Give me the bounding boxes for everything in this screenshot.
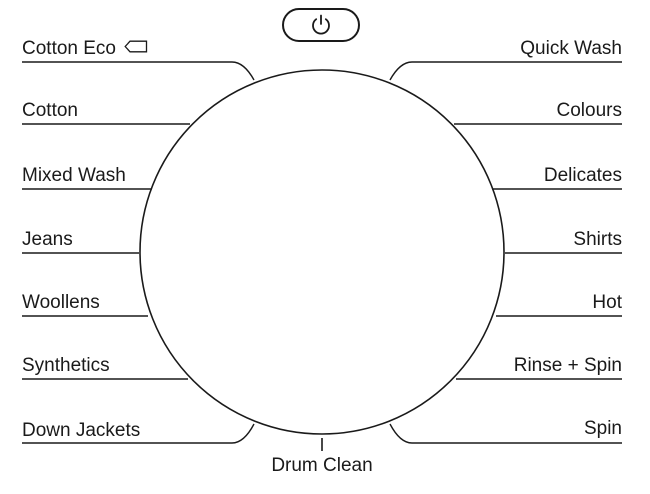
program-label: Mixed Wash <box>22 165 126 186</box>
program-rinse-spin[interactable]: Rinse + Spin <box>514 355 622 377</box>
program-label: Cotton Eco <box>22 38 116 59</box>
program-quick-wash[interactable]: Quick Wash <box>520 38 622 60</box>
leader-line-quick-wash <box>389 61 622 81</box>
program-label: Shirts <box>573 229 622 250</box>
program-jeans[interactable]: Jeans <box>22 229 73 251</box>
program-mixed-wash[interactable]: Mixed Wash <box>22 165 126 187</box>
program-cotton-eco[interactable]: Cotton Eco <box>22 38 148 60</box>
program-label: Woollens <box>22 292 100 313</box>
program-woollens[interactable]: Woollens <box>22 292 100 314</box>
program-delicates[interactable]: Delicates <box>544 165 622 187</box>
program-colours[interactable]: Colours <box>557 100 622 122</box>
program-label: Rinse + Spin <box>513 355 622 376</box>
program-hot[interactable]: Hot <box>592 292 622 314</box>
program-drum-clean[interactable]: Drum Clean <box>0 455 644 477</box>
program-spin[interactable]: Spin <box>584 418 622 440</box>
leader-line-cotton-eco <box>22 61 255 81</box>
program-label: Jeans <box>22 229 73 250</box>
program-cotton[interactable]: Cotton <box>22 100 78 122</box>
program-label: Drum Clean <box>271 455 373 476</box>
program-synthetics[interactable]: Synthetics <box>22 355 110 377</box>
program-label: Spin <box>583 418 622 439</box>
power-icon <box>312 14 330 35</box>
program-label: Colours <box>556 100 622 121</box>
program-label: Hot <box>592 292 622 313</box>
program-label: Delicates <box>543 165 622 186</box>
program-label: Cotton <box>22 100 78 121</box>
leader-line-down-jackets <box>22 423 255 444</box>
program-label: Synthetics <box>22 355 110 376</box>
program-dial[interactable] <box>139 69 505 435</box>
power-button[interactable] <box>282 8 360 42</box>
program-shirts[interactable]: Shirts <box>573 229 622 251</box>
program-label: Quick Wash <box>520 38 622 59</box>
program-label: Down Jackets <box>22 420 141 441</box>
eco-tag-icon <box>124 40 148 53</box>
leader-line-spin <box>389 423 622 444</box>
program-down-jackets[interactable]: Down Jackets <box>22 420 140 442</box>
